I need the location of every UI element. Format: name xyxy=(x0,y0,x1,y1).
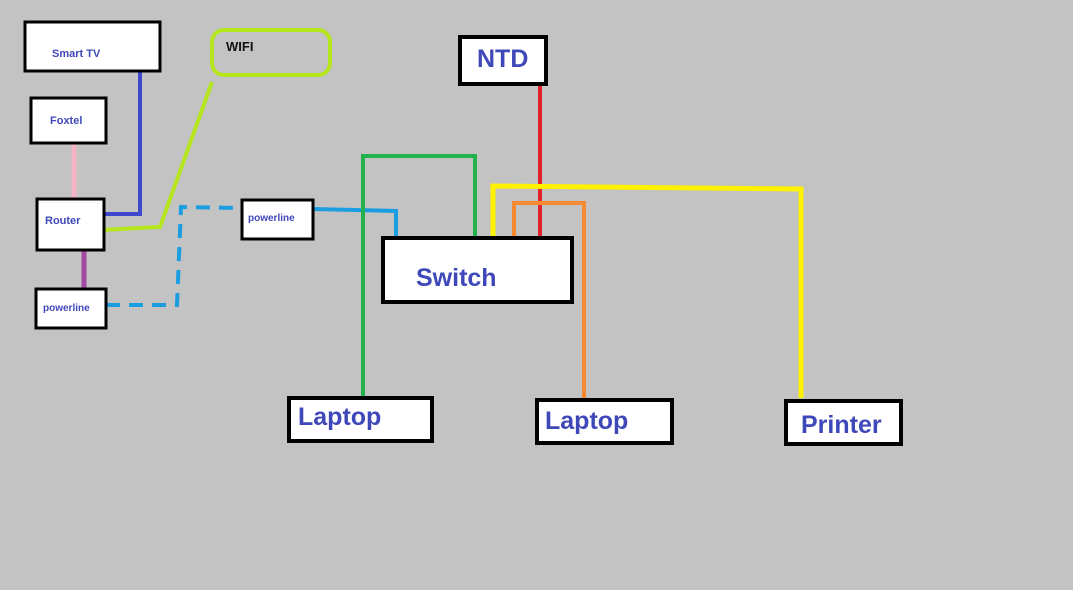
switch-laptop-right-link xyxy=(512,201,586,400)
powerline-left-label: powerline xyxy=(43,303,90,314)
powerline-left-node: powerline xyxy=(34,287,108,330)
smart-tv-label: Smart TV xyxy=(52,48,101,60)
laptop-left-label: Laptop xyxy=(298,403,381,431)
switch-printer-link xyxy=(490,183,804,398)
ntd-label: NTD xyxy=(477,45,528,73)
router-node: Router xyxy=(35,197,106,252)
wifi-bubble: WIFI xyxy=(210,28,332,77)
smart-tv-router-link xyxy=(104,72,142,216)
foxtel-label: Foxtel xyxy=(50,115,82,127)
powerline-switch-link xyxy=(312,207,398,239)
printer-node: Printer xyxy=(784,399,903,446)
wifi-label: WIFI xyxy=(226,39,253,54)
router-wifi-link xyxy=(100,81,214,232)
laptop-left-node: Laptop xyxy=(287,396,434,443)
laptop-right-label: Laptop xyxy=(545,407,628,435)
printer-label: Printer xyxy=(801,411,882,439)
powerline-right-node: powerline xyxy=(240,198,315,241)
switch-label: Switch xyxy=(416,264,497,292)
powerline-right-label: powerline xyxy=(248,213,295,224)
smart-tv-node: Smart TV xyxy=(23,20,162,73)
powerline-to-powerline-link xyxy=(106,204,241,307)
switch-node: Switch xyxy=(381,236,574,304)
router-label: Router xyxy=(45,215,81,227)
switch-laptop-left-link xyxy=(361,154,477,398)
laptop-right-node: Laptop xyxy=(535,398,674,445)
foxtel-node: Foxtel xyxy=(29,96,108,145)
ntd-node: NTD xyxy=(458,35,548,86)
